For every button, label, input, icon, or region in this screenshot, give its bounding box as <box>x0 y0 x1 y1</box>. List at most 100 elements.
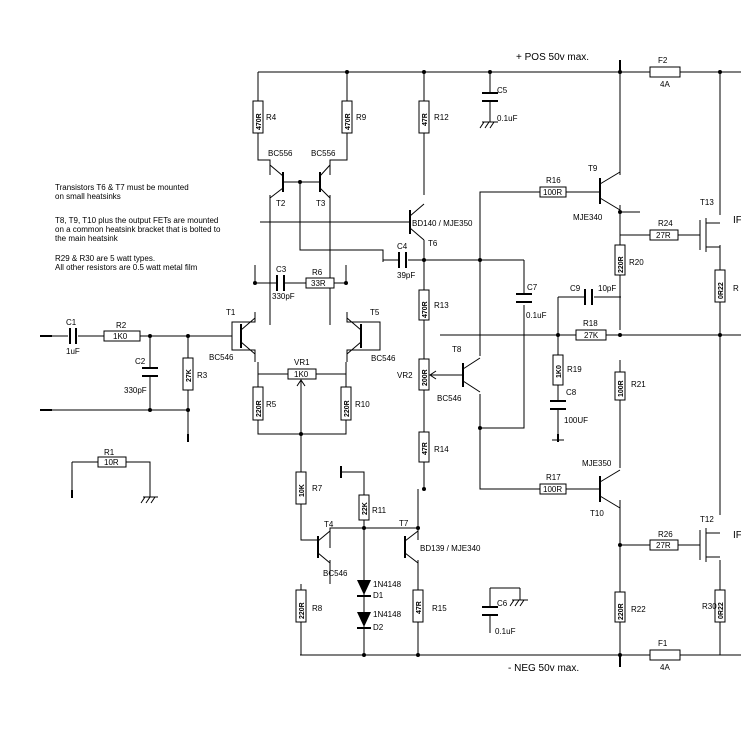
fet-id: T13 <box>700 198 714 207</box>
resistor-r1: R1 10R <box>97 448 127 468</box>
transistor-t7: T7 BD139 / MJE340 <box>399 519 481 564</box>
resistor-value: 470R <box>422 301 429 318</box>
transistor-t6: BD140 / MJE350 T6 <box>409 203 473 248</box>
note-line: R29 & R30 are 5 watt types. <box>55 254 155 263</box>
resistor-r15: 47R R15 <box>412 589 447 623</box>
diode-d1: 1N4148 D1 <box>357 580 402 600</box>
fet-type: IF <box>733 215 741 226</box>
transistor-t3: BC556 T3 <box>311 149 336 208</box>
resistor-value: 10R <box>104 458 119 467</box>
resistor-r2: R2 1K0 <box>103 321 141 342</box>
capacitor-c1: C1 1uF <box>66 318 80 356</box>
transistor-type: BC556 <box>268 149 293 158</box>
diode-id: D2 <box>373 623 384 632</box>
resistor-id: R26 <box>658 530 673 539</box>
resistor-id: R18 <box>583 319 598 328</box>
transistor-id: T9 <box>588 164 598 173</box>
resistor-id: R <box>733 284 739 293</box>
transistor-type: BD140 / MJE350 <box>412 219 473 228</box>
capacitor-c6: C6 0.1uF <box>482 588 528 636</box>
transistor-id: T1 <box>226 308 236 317</box>
note-line: on small heatsinks <box>55 192 121 201</box>
resistor-id: R16 <box>546 176 561 185</box>
resistor-id: R8 <box>312 604 323 613</box>
resistor-id: R19 <box>567 365 582 374</box>
fuse-id: F2 <box>658 56 668 65</box>
resistor-r11: 22K R11 <box>358 494 387 521</box>
note-line: the main heatsink <box>55 234 119 243</box>
capacitor-c3: C3 330pF <box>272 265 295 301</box>
transistor-t2: BC556 T2 <box>268 149 293 208</box>
resistor-value: 220R <box>256 400 263 417</box>
trimmer-id: VR2 <box>397 371 413 380</box>
resistor-value: 1K0 <box>556 365 563 378</box>
resistor-r16: R16 100R <box>539 176 567 198</box>
resistor-r7: 10K R7 <box>295 471 323 505</box>
resistor-r6: R6 33R <box>305 268 335 289</box>
note-line: on a common heatsink bracket that is bol… <box>55 225 221 234</box>
resistor-value: 27R <box>656 231 671 240</box>
trimmer-value: 200R <box>422 369 429 386</box>
resistor-value: 33R <box>311 279 326 288</box>
resistor-value: 0R22 <box>718 602 725 619</box>
resistor-value: 470R <box>345 113 352 130</box>
cap-value: 10pF <box>598 284 616 293</box>
note-line: All other resistors are 0.5 watt metal f… <box>55 263 198 272</box>
resistor-r18: R18 27K <box>575 319 607 341</box>
resistor-r4: 470R R4 <box>252 100 277 134</box>
trimmer-vr1: VR1 1K0 <box>287 358 317 391</box>
transistor-t9: T9 MJE340 <box>573 164 621 222</box>
resistor-r26: R26 27R <box>649 530 679 551</box>
resistor-id: R21 <box>631 380 646 389</box>
transistor-id: T7 <box>399 519 409 528</box>
resistor-r8: 220R R8 <box>295 589 323 623</box>
diode-id: D1 <box>373 591 384 600</box>
resistor-r9: 470R R9 <box>341 100 367 134</box>
transistor-type: BC546 <box>437 394 462 403</box>
cap-id: C5 <box>497 86 508 95</box>
resistor-r21: 100R R21 <box>614 371 646 401</box>
cap-value: 330pF <box>124 386 147 395</box>
pos-rail-label: + POS 50v max. <box>516 52 589 63</box>
fet-id: T12 <box>700 515 714 524</box>
resistor-value: 47R <box>422 113 429 126</box>
resistor-r19: 1K0 R19 <box>552 354 582 386</box>
resistor-value: 220R <box>344 400 351 417</box>
resistor-id: R7 <box>312 484 323 493</box>
trimmer-vr2: 200R VR2 <box>397 358 437 391</box>
resistor-r30: 0R22 R30 <box>702 589 726 623</box>
resistor-value: 27K <box>584 331 599 340</box>
neg-rail-label: - NEG 50v max. <box>508 663 579 674</box>
transistor-id: T3 <box>316 199 326 208</box>
resistor-id: R15 <box>432 604 447 613</box>
transistor-type: BC546 <box>209 353 234 362</box>
cap-value: 1uF <box>66 347 80 356</box>
resistor-value: 47R <box>416 601 423 614</box>
resistor-value: 220R <box>299 602 306 619</box>
resistor-id: R2 <box>116 321 127 330</box>
transistor-t5: T5 BC546 <box>346 308 396 363</box>
resistor-r13: 470R R13 <box>418 289 449 321</box>
capacitor-c9: C9 10pF <box>570 284 616 305</box>
diode-type: 1N4148 <box>373 580 402 589</box>
transistor-type: MJE350 <box>582 459 612 468</box>
note-line: T8, T9, T10 plus the output FETs are mou… <box>55 216 218 225</box>
note-line: Transistors T6 & T7 must be mounted <box>55 183 189 192</box>
resistor-value: 470R <box>256 113 263 130</box>
cap-value: 330pF <box>272 292 295 301</box>
resistor-r29: 0R22 R <box>714 269 739 303</box>
capacitor-c2: C2 330pF <box>124 357 158 395</box>
capacitor-c7: C7 0.1uF <box>516 283 547 320</box>
diode-type: 1N4148 <box>373 610 402 619</box>
cap-id: C3 <box>276 265 287 274</box>
capacitor-c4: C4 39pF <box>397 242 415 280</box>
diode-d2: 1N4148 D2 <box>357 610 402 632</box>
cap-id: C7 <box>527 283 538 292</box>
cap-id: C4 <box>397 242 408 251</box>
resistor-r20: 220R R20 <box>614 244 644 276</box>
resistor-value: 1K0 <box>113 332 128 341</box>
fuse-f2: F2 4A <box>649 56 681 89</box>
resistor-r24: R24 27R <box>649 219 679 241</box>
transistor-t8: T8 BC546 <box>437 345 481 403</box>
